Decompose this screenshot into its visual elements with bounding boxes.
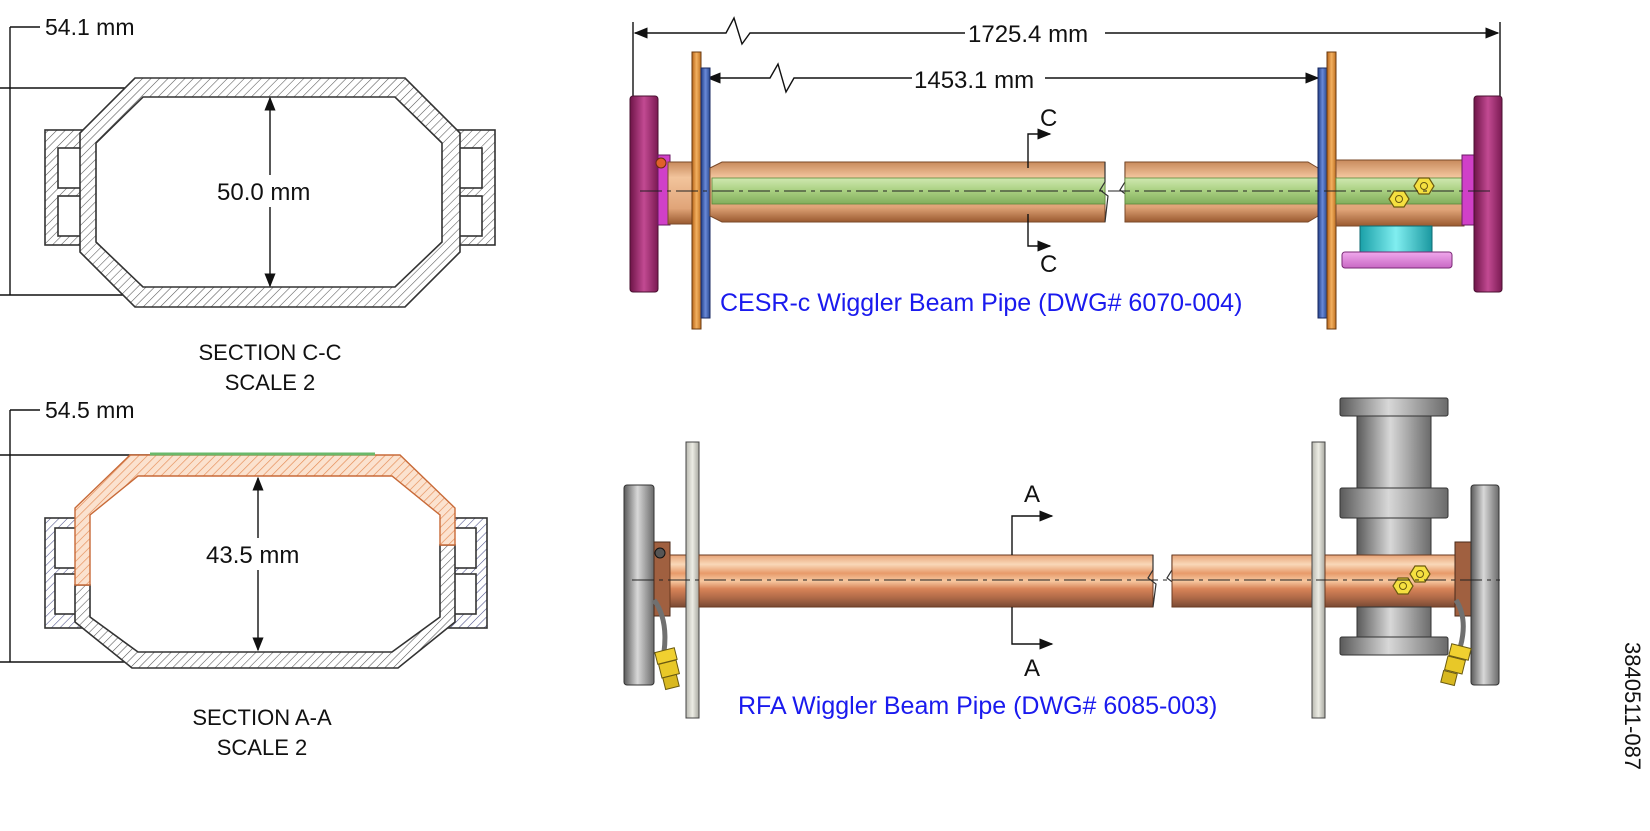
rfa-right-cable (1453, 598, 1466, 649)
cesr-pipe-drawing: 1725.4 mm 1453.1 mm (629, 16, 1503, 330)
cesr-pump-body (1359, 225, 1433, 257)
rfa-nut-upper (1409, 565, 1431, 583)
cesr-right-end-flange (1473, 95, 1503, 293)
cesr-section-label-bottom: C (1040, 251, 1057, 278)
rfa-stack-bottom-flange (1339, 636, 1449, 656)
section-cc-height-dim-bg (212, 175, 322, 207)
section-cc-width-dim: 54.1 mm (45, 14, 134, 40)
section-aa-title: SECTION A-A (192, 705, 332, 730)
cesr-left-sleeve (667, 161, 696, 225)
cesr-right-blue-plate (1317, 67, 1328, 319)
section-cc-drawing: 54.1 mm 50.0 mm SECTION C-C SCALE 2 (0, 14, 496, 395)
cesr-right-flange-collar (1461, 154, 1475, 226)
rfa-right-end-flange (1470, 484, 1500, 686)
figure-id: 3840511-087 (1620, 642, 1645, 770)
rfa-section-label-bottom: A (1024, 655, 1040, 682)
section-cc-octagon-wall (79, 77, 461, 308)
section-cc-height-dim: 50.0 mm (217, 179, 310, 206)
cesr-section-label-top: C (1040, 105, 1057, 132)
rfa-section-arrow-top (1011, 510, 1054, 555)
section-aa-upper-wall (74, 454, 456, 586)
cesr-nut-upper (1413, 177, 1435, 195)
rfa-section-arrow-bottom (1011, 607, 1054, 650)
rfa-stack-upper-tube (1356, 415, 1432, 489)
cesr-section-arrow-bottom (1027, 214, 1052, 252)
cesr-left-end-flange (629, 95, 659, 293)
cesr-caption: CESR-c Wiggler Beam Pipe (DWG# 6070-004) (720, 289, 1242, 317)
rfa-left-end-flange (623, 484, 655, 686)
rfa-break-left (1147, 555, 1157, 608)
cesr-nut-lower (1388, 190, 1410, 208)
section-aa-drawing: 54.5 mm 43.5 mm SECTION A-A SCALE 2 (0, 397, 488, 760)
section-cc-scale: SCALE 2 (225, 370, 316, 395)
rfa-caption: RFA Wiggler Beam Pipe (DWG# 6085-003) (738, 692, 1217, 720)
rfa-nut-lower (1392, 577, 1414, 595)
cesr-break-left (1099, 162, 1109, 223)
cesr-pump-flange (1341, 251, 1453, 269)
rfa-stack-top-flange (1339, 397, 1449, 417)
rfa-right-chamber (1324, 554, 1456, 608)
rfa-left-connector (654, 647, 681, 691)
cesr-inner-dim: 1453.1 mm (914, 67, 1034, 94)
rfa-pipe-right-body (1171, 554, 1313, 608)
rfa-stack-lower-tube (1356, 517, 1432, 559)
section-cc-title: SECTION C-C (199, 340, 342, 365)
rfa-pipe-drawing: A A RFA Wiggler Beam Pipe (DWG# 6085-003… (623, 397, 1500, 720)
cesr-left-port (655, 157, 667, 169)
rfa-pipe-left-body (698, 554, 1154, 608)
section-aa-height-dim: 43.5 mm (206, 542, 299, 569)
cesr-section-arrow-top (1027, 128, 1052, 168)
rfa-stack-bottom-tube (1356, 606, 1432, 638)
rfa-left-cable (651, 598, 668, 653)
section-aa-width-dim: 54.5 mm (45, 397, 134, 423)
section-aa-scale: SCALE 2 (217, 735, 308, 760)
rfa-left-port (654, 547, 666, 559)
rfa-stack-mid-flange (1339, 487, 1449, 519)
cesr-overall-dim: 1725.4 mm (968, 21, 1088, 48)
cesr-left-blue-plate (700, 67, 711, 319)
section-aa-height-dim-bg (200, 538, 315, 570)
rfa-right-connector (1440, 643, 1472, 687)
cesr-overall-dim-line-left (633, 16, 965, 46)
cesr-inner-dim-line-left (706, 62, 912, 94)
rfa-left-sleeve (669, 554, 687, 608)
rfa-section-label-top: A (1024, 481, 1040, 508)
